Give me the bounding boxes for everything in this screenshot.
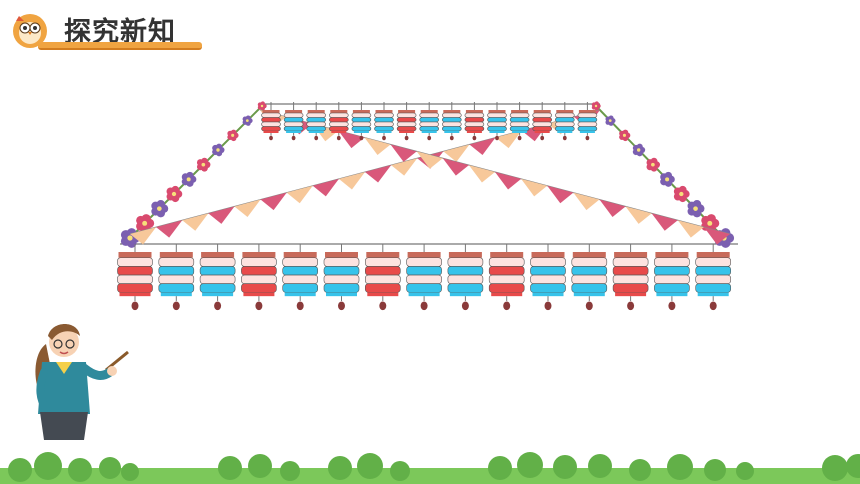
lantern-icon [571, 244, 608, 311]
lantern-decoration-scene [117, 101, 738, 311]
pennant-flag [468, 165, 495, 183]
pennant-flag [182, 213, 209, 231]
lantern-icon [351, 102, 372, 141]
lantern-icon [532, 102, 553, 141]
flower-icon [687, 199, 705, 218]
pennant-flag [338, 172, 365, 190]
lantern-icon [374, 102, 394, 141]
pennant-flag [547, 185, 574, 204]
flower-icon [257, 101, 267, 111]
flower-icon [196, 157, 211, 172]
lantern-icon [577, 102, 598, 141]
lantern-icon [487, 102, 507, 141]
pennant-flag [364, 137, 391, 155]
pennant-flag [260, 192, 287, 211]
flower-icon [673, 185, 690, 203]
flower-icon [646, 157, 660, 172]
lantern-icon [282, 244, 319, 311]
teacher-with-pointer-illustration [35, 324, 129, 440]
lantern-icon [654, 244, 690, 311]
lantern-icon [199, 244, 236, 311]
pennant-flag [416, 151, 443, 169]
lantern-icon [406, 244, 442, 311]
lantern-icon [117, 244, 153, 311]
lantern-icon [695, 244, 732, 311]
pennant-flag [573, 192, 600, 211]
lantern-icon [364, 244, 401, 311]
flower-icon [242, 115, 253, 126]
lantern-icon [447, 244, 484, 311]
pennant-flag [312, 178, 339, 197]
pennant-flag [677, 220, 704, 238]
pennant-flag [286, 185, 313, 204]
pennant-flag [469, 137, 496, 155]
pennant-flag [156, 220, 183, 238]
flower-icon [632, 143, 646, 157]
pennant-flag [234, 199, 261, 217]
pennant-flag [495, 172, 522, 190]
flower-icon [181, 171, 197, 187]
lantern-icon [488, 244, 525, 311]
lantern-icon [419, 102, 440, 141]
flower-icon [660, 171, 675, 187]
lantern-icon [612, 244, 649, 311]
lantern-icon [158, 244, 195, 311]
section-header: 探究新知 [10, 4, 202, 54]
lantern-icon [464, 102, 485, 141]
lantern-icon [328, 102, 349, 141]
flower-icon [619, 129, 631, 142]
pennant-flag [625, 206, 652, 224]
pennant-flag [599, 199, 626, 217]
flower-icon [166, 185, 183, 203]
pennant-flag [442, 158, 469, 176]
lantern-icon [323, 244, 360, 311]
flower-icon [591, 101, 601, 111]
pennant-flag [208, 206, 235, 224]
pennant-flag [703, 227, 730, 245]
pennant-flag [651, 213, 678, 231]
lantern-icon [261, 102, 281, 141]
pennant-flag [521, 178, 548, 197]
pennant-flag [443, 144, 470, 162]
pennant-flag [391, 158, 418, 176]
lantern-icon [283, 102, 304, 141]
lantern-icon [509, 102, 530, 141]
flower-icon [151, 199, 169, 218]
lantern-icon [554, 102, 575, 141]
pennant-flag [365, 165, 392, 183]
grass-ground [0, 452, 860, 484]
flower-icon [605, 115, 616, 126]
lantern-icon [306, 102, 327, 141]
pennant-flag [495, 130, 522, 149]
title-underline [38, 42, 202, 50]
pennant-flag [338, 130, 365, 149]
lantern-icon [441, 102, 462, 141]
lantern-icon [530, 244, 566, 311]
lantern-icon [396, 102, 417, 141]
pennant-flag [130, 227, 157, 245]
flower-icon [227, 129, 239, 142]
lantern-icon [241, 244, 277, 311]
flower-icon [212, 143, 225, 157]
owl-logo-icon [13, 14, 47, 48]
pennant-flag [390, 144, 417, 162]
